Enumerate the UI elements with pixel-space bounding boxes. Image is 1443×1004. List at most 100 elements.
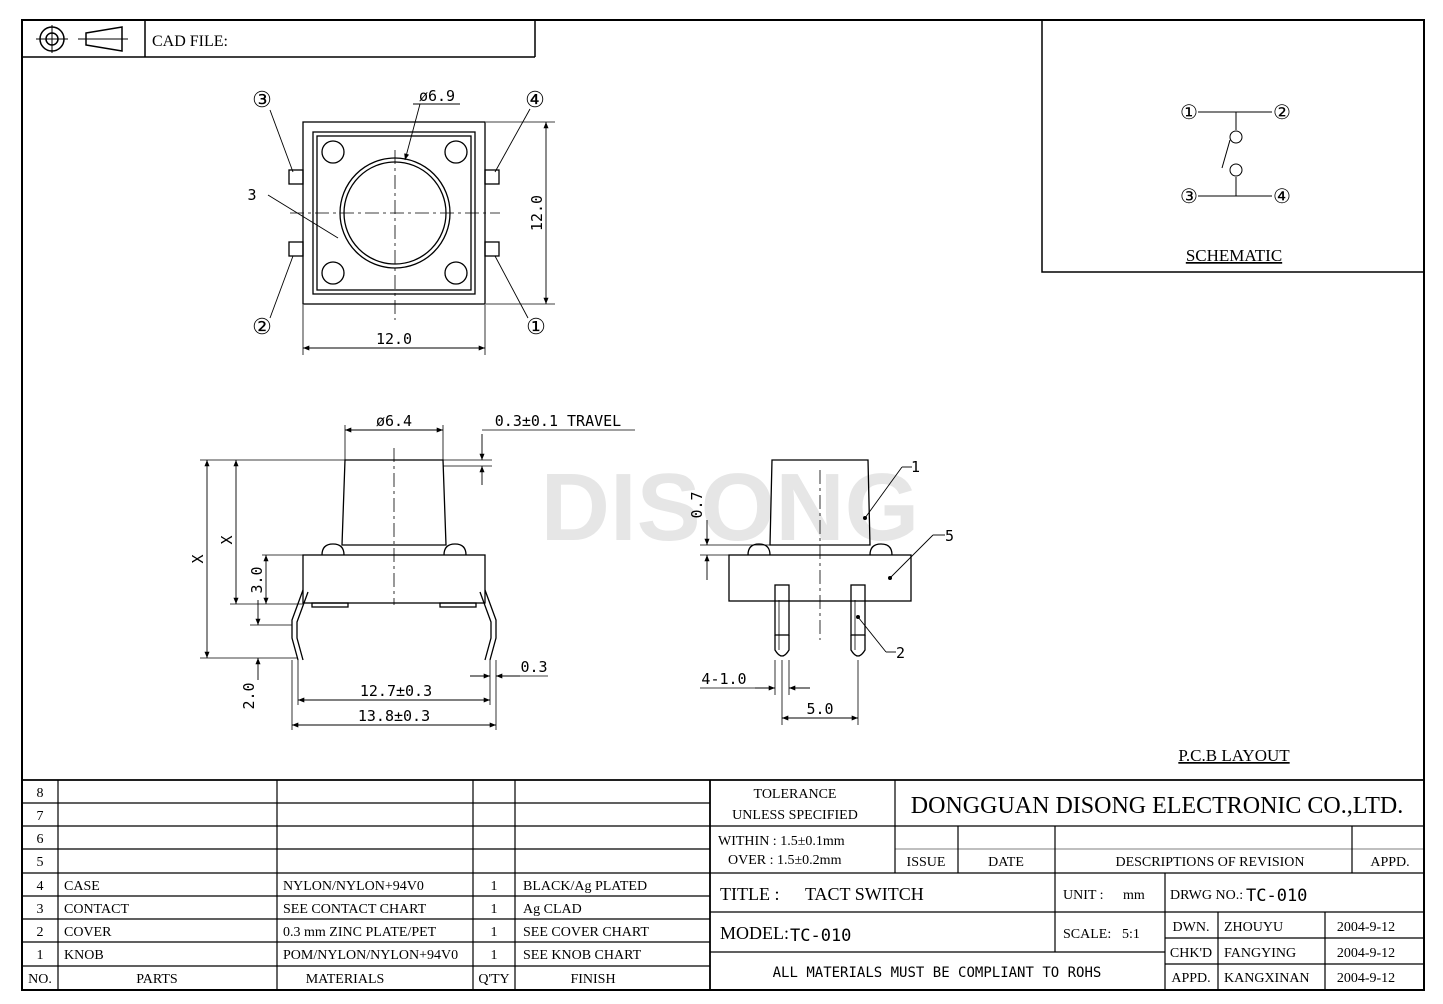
company-name: DONGGUAN DISONG ELECTRONIC CO.,LTD.: [911, 793, 1403, 819]
row-materials: POM/NYLON/NYLON+94V0: [283, 948, 458, 963]
row-parts: COVER: [64, 925, 112, 940]
row-materials: SEE CONTACT CHART: [283, 902, 427, 917]
schematic-pin-2: ②: [1273, 100, 1291, 124]
header-box: CAD FILE:: [22, 20, 536, 58]
side-ref-5: 5: [945, 527, 954, 545]
side-ref-dot-1: [863, 516, 867, 520]
row-parts: KNOB: [64, 948, 104, 963]
top-pin-label-2: ②: [252, 315, 272, 340]
row-no: 5: [37, 855, 44, 870]
title-value: TACT SWITCH: [805, 884, 924, 904]
row-materials: NYLON/NYLON+94V0: [283, 879, 424, 894]
top-pin-label-1: ①: [526, 315, 546, 340]
revision-appd: APPD.: [1370, 855, 1409, 870]
parts-table-text: 8 7 6 5 4 CASE NYLON/NYLON+94V0 1 BLACK/…: [28, 786, 649, 987]
top-view: [267, 103, 555, 355]
side-ref-dot-5: [888, 576, 892, 580]
row-qty: 1: [491, 948, 498, 963]
row-no: 4: [37, 879, 44, 894]
side-dim-gap: 0.7: [688, 491, 706, 518]
row-no: 1: [37, 948, 44, 963]
model-value: TC-010: [790, 926, 851, 946]
row-qty: 1: [491, 925, 498, 940]
front-dim-body: 3.0: [248, 566, 266, 593]
title-block: [710, 780, 1424, 990]
side-ref-dot-2: [856, 615, 860, 619]
row-no: 6: [37, 832, 44, 847]
cad-file-label: CAD FILE:: [152, 33, 228, 50]
schematic-title: SCHEMATIC: [1186, 246, 1282, 265]
top-pin-label-3: ③: [252, 88, 272, 113]
pcb-layout-label: P.C.B LAYOUT: [1178, 746, 1290, 765]
unit-value: mm: [1123, 888, 1145, 903]
schematic-pin-4: ④: [1273, 184, 1291, 208]
header-qty: Q'TY: [478, 972, 509, 987]
side-ref-2: 2: [896, 644, 905, 662]
header-materials: MATERIALS: [306, 972, 385, 987]
row-qty: 1: [491, 879, 498, 894]
front-dim-x-outer: X: [189, 554, 207, 563]
front-dim-pitch-outer: 13.8±0.3: [358, 707, 430, 725]
schematic-box: ① ② ③ ④ SCHEMATIC: [1041, 19, 1425, 273]
top-dim-height: 12.0: [528, 195, 546, 231]
row-no: 3: [37, 902, 44, 917]
schematic-pin-3: ③: [1180, 184, 1198, 208]
front-dim-pin-thick: 0.3: [520, 658, 547, 676]
scale-label: SCALE:: [1063, 927, 1111, 942]
unit-label: UNIT :: [1063, 888, 1104, 903]
signoff-date: 2004-9-12: [1337, 971, 1395, 986]
front-view: [200, 425, 635, 730]
top-dim-width: 12.0: [376, 330, 412, 348]
side-dim-pitch: 5.0: [806, 700, 833, 718]
drwg-value: TC-010: [1246, 886, 1307, 906]
title-block-text: TOLERANCE UNLESS SPECIFIED WITHIN : 1.5±…: [718, 787, 1410, 986]
row-parts: CASE: [64, 879, 100, 894]
row-finish: Ag CLAD: [523, 902, 582, 917]
signoff-role: DWN.: [1173, 920, 1210, 935]
parts-table: [22, 779, 1424, 990]
top-part-ref: 3: [247, 186, 256, 204]
drwg-label: DRWG NO.:: [1170, 888, 1243, 903]
revision-issue: ISSUE: [907, 855, 946, 870]
header-parts: PARTS: [136, 972, 177, 987]
header-finish: FINISH: [570, 972, 615, 987]
signoff-name: KANGXINAN: [1224, 971, 1310, 986]
revision-descriptions: DESCRIPTIONS OF REVISION: [1115, 855, 1304, 870]
signoff-role: CHK'D: [1170, 946, 1212, 961]
row-no: 7: [37, 809, 44, 824]
signoff-name: ZHOUYU: [1224, 920, 1283, 935]
row-parts: CONTACT: [64, 902, 129, 917]
tolerance-within: WITHIN : 1.5±0.1mm: [718, 834, 845, 849]
row-materials: 0.3 mm ZINC PLATE/PET: [283, 925, 437, 940]
signoff-name: FANGYING: [1224, 946, 1296, 961]
front-dim-button: ø6.4: [376, 412, 412, 430]
header-no: NO.: [28, 972, 52, 987]
side-dim-pin-width: 4-1.0: [701, 670, 746, 688]
signoff-role: APPD.: [1171, 971, 1210, 986]
row-no: 2: [37, 925, 44, 940]
top-dim-button: ø6.9: [419, 87, 455, 105]
front-dim-pin-extra: 2.0: [240, 682, 258, 709]
row-finish: BLACK/Ag PLATED: [523, 879, 647, 894]
tolerance-line1: TOLERANCE: [754, 787, 837, 802]
scale-value: 5:1: [1122, 927, 1140, 942]
side-ref-1: 1: [911, 458, 920, 476]
front-travel: 0.3±0.1 TRAVEL: [495, 412, 621, 430]
rohs-compliance: ALL MATERIALS MUST BE COMPLIANT TO ROHS: [773, 965, 1102, 981]
projection-symbol-icon: [36, 25, 128, 53]
row-qty: 1: [491, 902, 498, 917]
row-finish: SEE COVER CHART: [523, 925, 649, 940]
front-dim-pitch-inner: 12.7±0.3: [360, 682, 432, 700]
schematic-pin-1: ①: [1180, 100, 1198, 124]
title-label: TITLE :: [720, 884, 779, 904]
watermark: DISONG: [541, 454, 920, 561]
top-pin-label-4: ④: [525, 88, 545, 113]
row-finish: SEE KNOB CHART: [523, 948, 642, 963]
tolerance-over: OVER : 1.5±0.2mm: [728, 853, 842, 868]
signoff-date: 2004-9-12: [1337, 946, 1395, 961]
tolerance-line2: UNLESS SPECIFIED: [732, 808, 858, 823]
revision-date: DATE: [988, 855, 1024, 870]
row-no: 8: [37, 786, 44, 801]
drawing-border: [21, 19, 1425, 991]
